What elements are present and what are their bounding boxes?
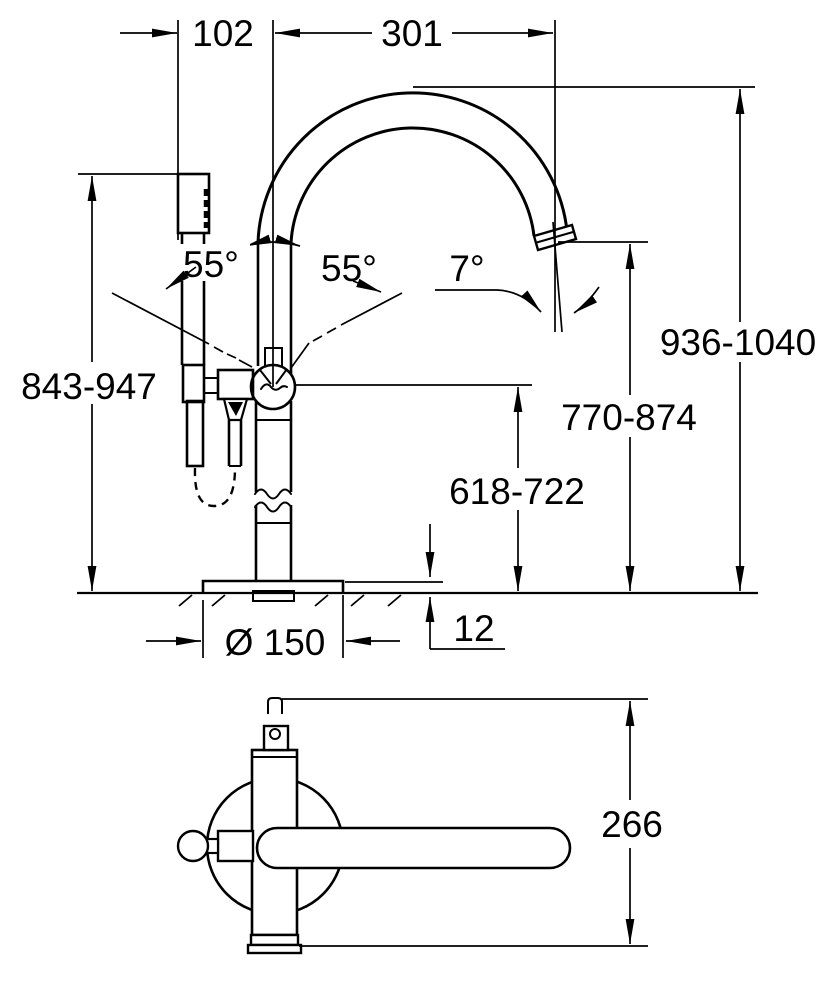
dimension-base-diameter: Ø 150 — [146, 595, 400, 663]
dimension-843-947: 843-947 — [21, 173, 210, 591]
handle-lever — [255, 826, 572, 870]
angle-left-label: 55° — [183, 244, 239, 285]
dimension-266: 266 — [282, 698, 663, 947]
dim-266-label: 266 — [601, 804, 663, 845]
dim-843-947-label: 843-947 — [21, 366, 157, 407]
dim-770-874-label: 770-874 — [561, 397, 697, 438]
dimension-301: 301 — [275, 13, 553, 54]
riser-pipe — [256, 243, 293, 374]
dimension-angle-right: 55° — [290, 248, 403, 369]
dim-102-label: 102 — [192, 13, 254, 54]
angle-spout-label: 7° — [449, 248, 484, 289]
dimension-angle-left: 55° — [111, 234, 301, 368]
shower-handle-lower — [185, 399, 205, 468]
top-view-product — [176, 697, 572, 955]
front-view-product — [77, 91, 758, 607]
hand-shower — [176, 172, 255, 508]
diverter-plan — [216, 829, 255, 863]
spout-tip-plan — [267, 697, 283, 714]
angle-right-label: 55° — [321, 248, 377, 289]
diverter-knob — [176, 829, 210, 863]
base-plate — [201, 579, 345, 602]
dim-936-1040-label: 936-1040 — [660, 322, 816, 363]
dimension-12: 12 — [345, 524, 505, 650]
floor-hatching — [178, 594, 402, 607]
check-valve — [222, 397, 249, 467]
dim-12-label: 12 — [453, 608, 494, 649]
dimension-770-874: 770-874 — [558, 241, 697, 591]
dimension-618-722: 618-722 — [295, 384, 585, 591]
shower-holder — [181, 363, 206, 404]
column-flange-2 — [246, 943, 303, 955]
floor-line — [77, 591, 758, 607]
dim-301-label: 301 — [381, 13, 443, 54]
column — [254, 401, 293, 581]
dim-618-722-label: 618-722 — [449, 471, 585, 512]
break-symbol — [254, 488, 292, 500]
column-flange-1 — [249, 933, 300, 947]
dimension-936-1040: 936-1040 — [413, 86, 816, 591]
dim-base-diameter-label: Ø 150 — [225, 622, 326, 663]
front-view-dimensions: 102 301 843-947 936-1040 770-874 — [21, 13, 816, 663]
dimension-angle-spout: 7° — [435, 221, 600, 333]
holder-connector — [203, 377, 219, 394]
floor-recess — [252, 590, 295, 602]
spout-arc — [256, 91, 578, 252]
shower-hose-dashed — [193, 467, 237, 508]
column-plan — [246, 697, 303, 955]
dimension-102: 102 — [120, 13, 254, 54]
diverter-block — [216, 368, 255, 401]
